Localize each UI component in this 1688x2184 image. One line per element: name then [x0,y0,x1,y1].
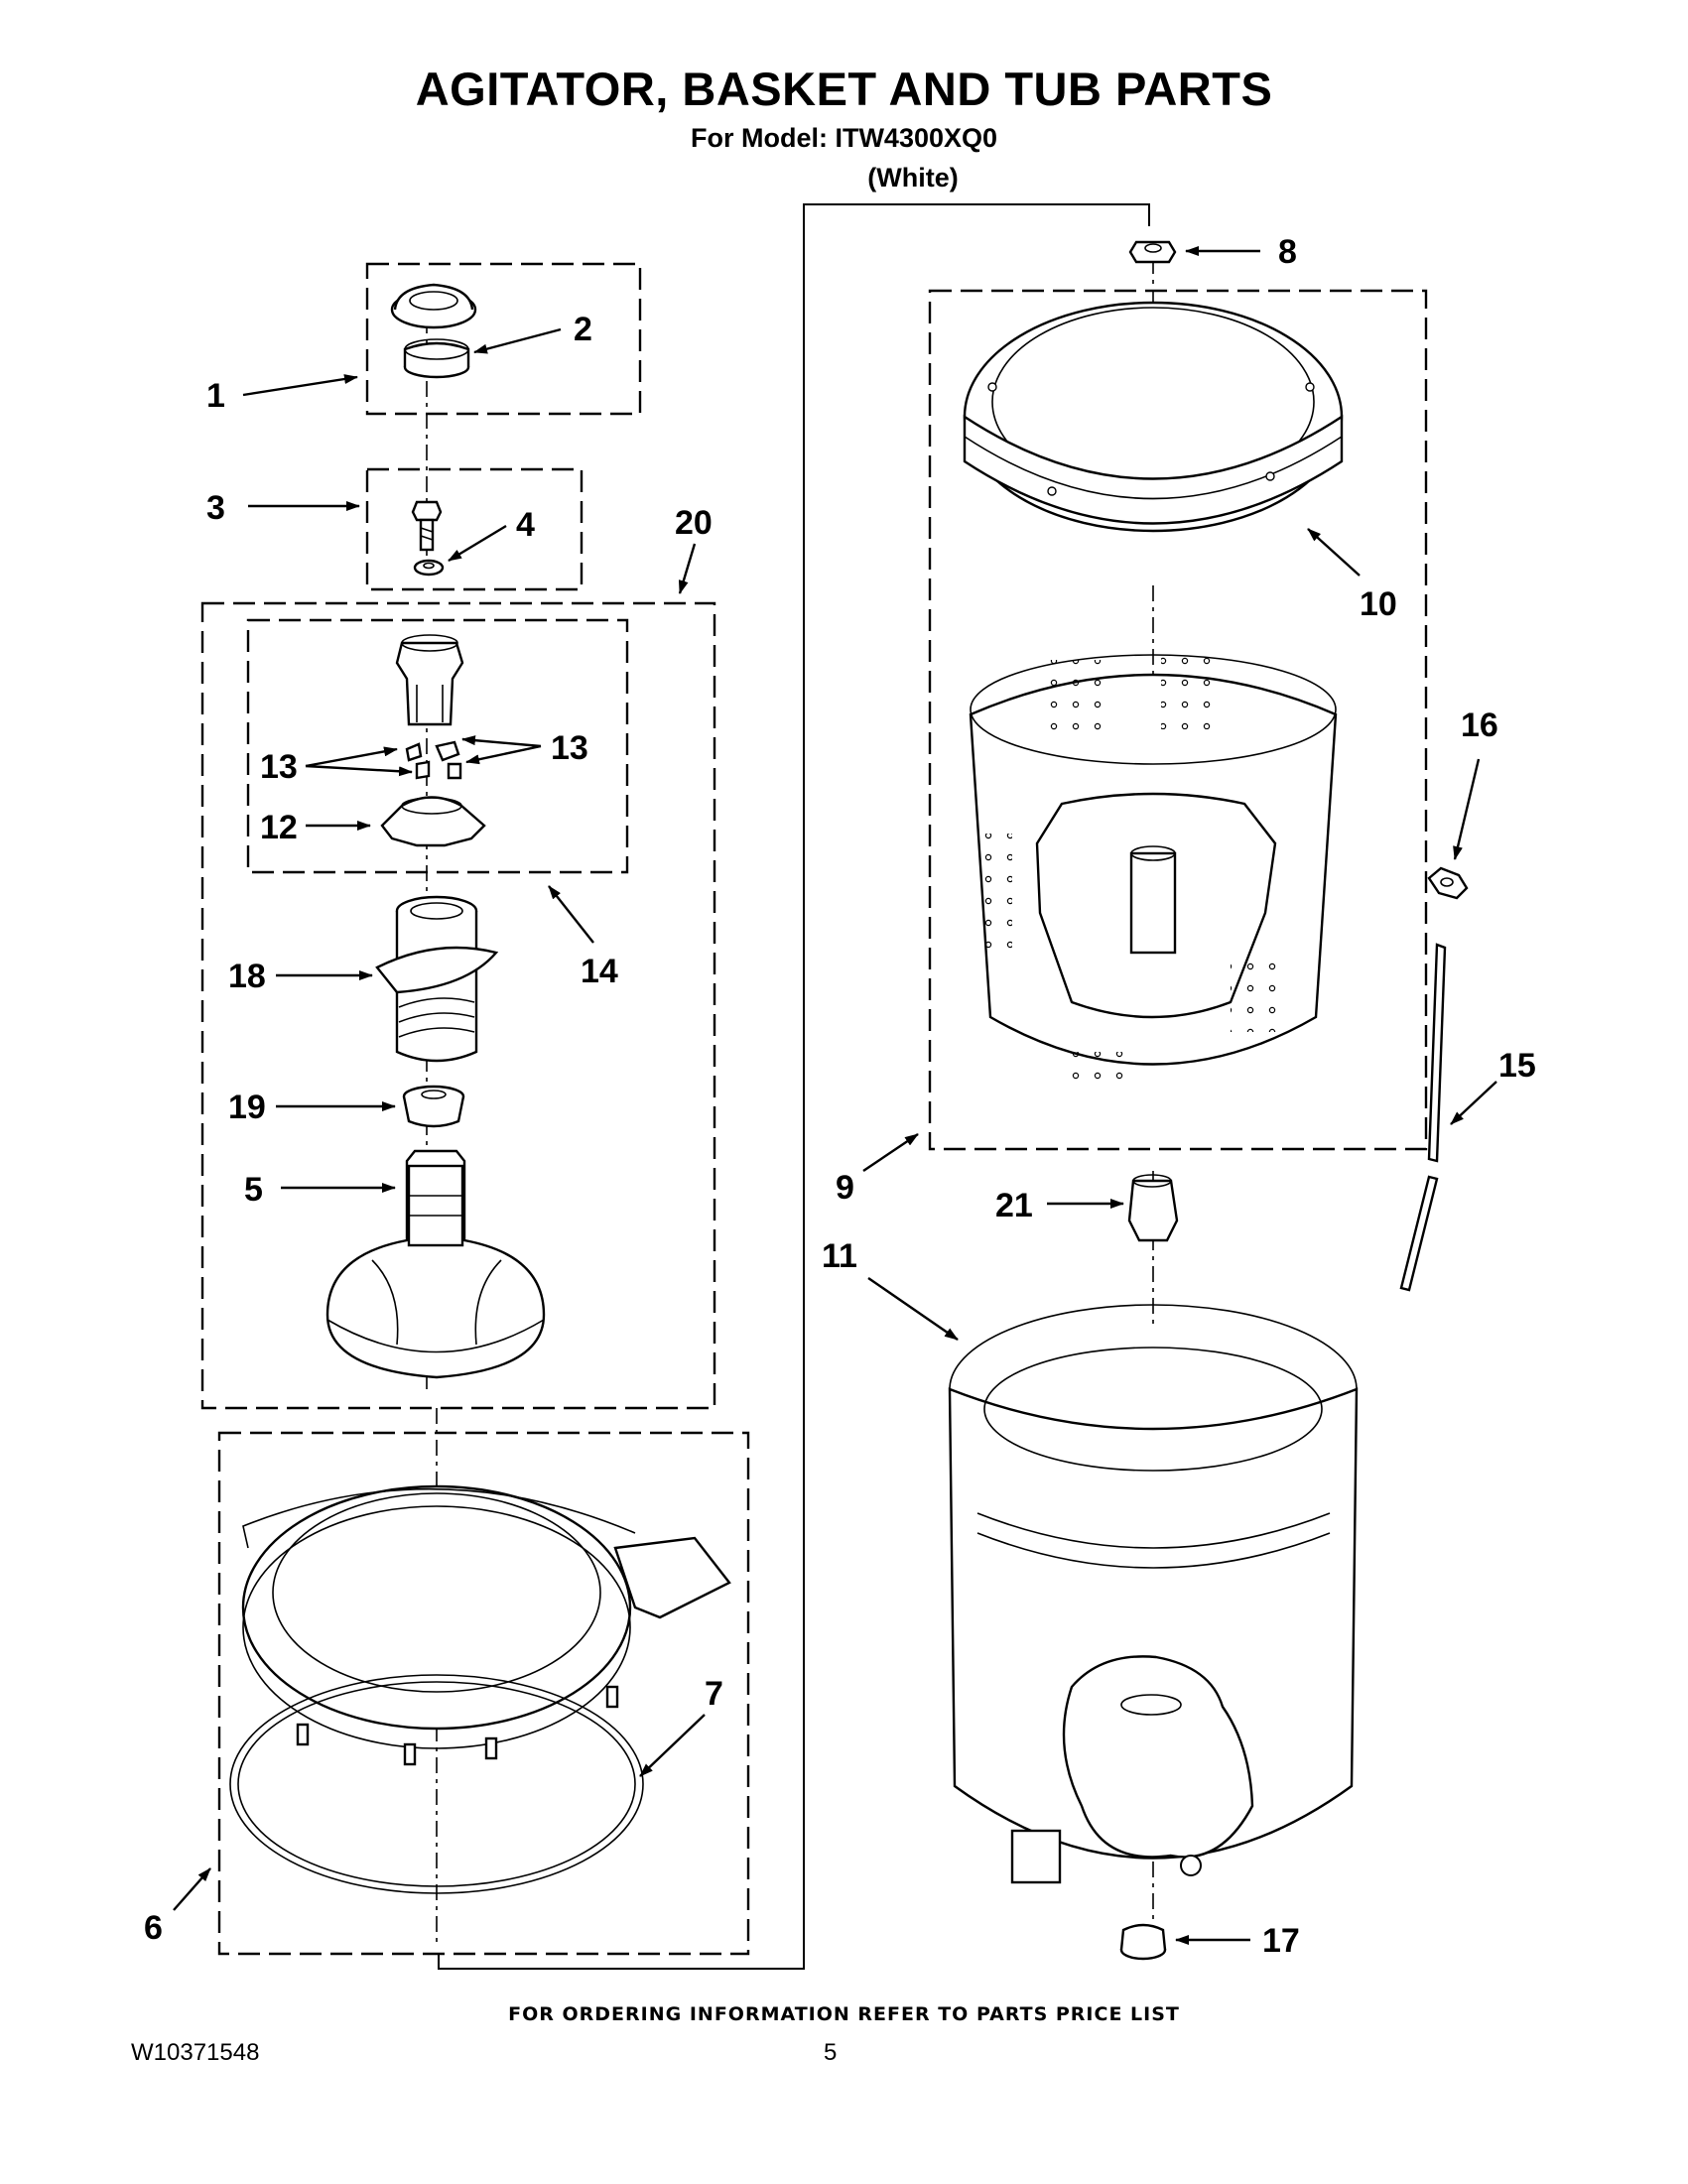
page-number: 5 [824,2039,838,2066]
color-line: (White) [867,163,959,193]
washer-part [413,559,445,577]
drain-plug-part [1119,1923,1167,1961]
callout-15: 15 [1498,1047,1536,1085]
arrow-13a-1 [305,746,398,768]
auger-part [375,895,499,1063]
cap-group-box [365,262,642,416]
cam-part [380,796,486,847]
ordering-info-note: FOR ORDERING INFORMATION REFER TO PARTS … [508,2003,1180,2025]
arrow-7 [639,1714,706,1777]
bolt-part [411,500,443,552]
hose-part [1399,943,1447,1292]
callout-13-left: 13 [260,748,298,786]
callout-18: 18 [228,958,266,995]
model-line: For Model: ITW4300XQ0 [690,123,998,153]
arrow-16 [1453,758,1481,860]
dog-parts [405,740,462,780]
arrow-1 [242,374,358,397]
tub-ring-group-box [217,1431,750,1956]
cam-housing-part [395,634,464,726]
callout-20: 20 [675,504,713,542]
arrow-9 [862,1133,919,1172]
callout-21: 21 [995,1187,1033,1224]
arrow-2 [473,327,562,354]
bearing-part [402,1085,465,1128]
arrow-20 [678,543,697,594]
arrow-11 [867,1277,959,1341]
basket-group-box [928,289,1428,1151]
arrow-14 [548,885,594,944]
arrow-15 [1450,1081,1497,1125]
callout-6: 6 [144,1909,163,1947]
callout-7: 7 [705,1675,723,1713]
agitator-assembly-box [200,601,716,1410]
arrow-10 [1307,528,1361,577]
callout-11: 11 [822,1237,857,1275]
balance-ring-part [963,301,1344,533]
callout-17: 17 [1262,1922,1300,1960]
callout-3: 3 [206,489,225,527]
callout-10: 10 [1360,585,1397,623]
arrow-13a-2 [305,764,413,777]
arrow-6 [173,1867,211,1911]
outer-tub-part [948,1304,1359,1884]
agitator-base-part [325,1149,546,1379]
page-title: AGITATOR, BASKET AND TUB PARTS [415,63,1273,115]
tub-ring-part [241,1484,731,1766]
arrow-13b-2 [465,744,542,765]
callout-2: 2 [574,311,592,348]
callout-4: 4 [516,506,535,544]
cam-assembly-box [246,618,629,874]
callout-9: 9 [836,1169,854,1207]
cap-ring-part [403,338,470,379]
callout-1: 1 [206,377,225,415]
gasket-part [229,1674,644,1894]
arrow-13b-1 [461,735,542,748]
callout-12: 12 [260,809,298,846]
callout-16: 16 [1461,707,1498,744]
bolt-group-box [365,467,584,591]
callout-8: 8 [1278,233,1297,271]
document-number: W10371548 [131,2039,260,2066]
basket-nut-part [1128,240,1177,264]
callout-14: 14 [581,953,618,990]
callout-13-right: 13 [551,729,588,767]
hose-clip-part [1427,866,1469,900]
connector-line [438,203,1150,1970]
basket-part [969,654,1338,1092]
agitator-cap-part [390,283,477,329]
drive-block-part [1127,1174,1179,1242]
callout-5: 5 [244,1171,263,1209]
callout-19: 19 [228,1089,266,1126]
arrow-4 [448,524,507,563]
